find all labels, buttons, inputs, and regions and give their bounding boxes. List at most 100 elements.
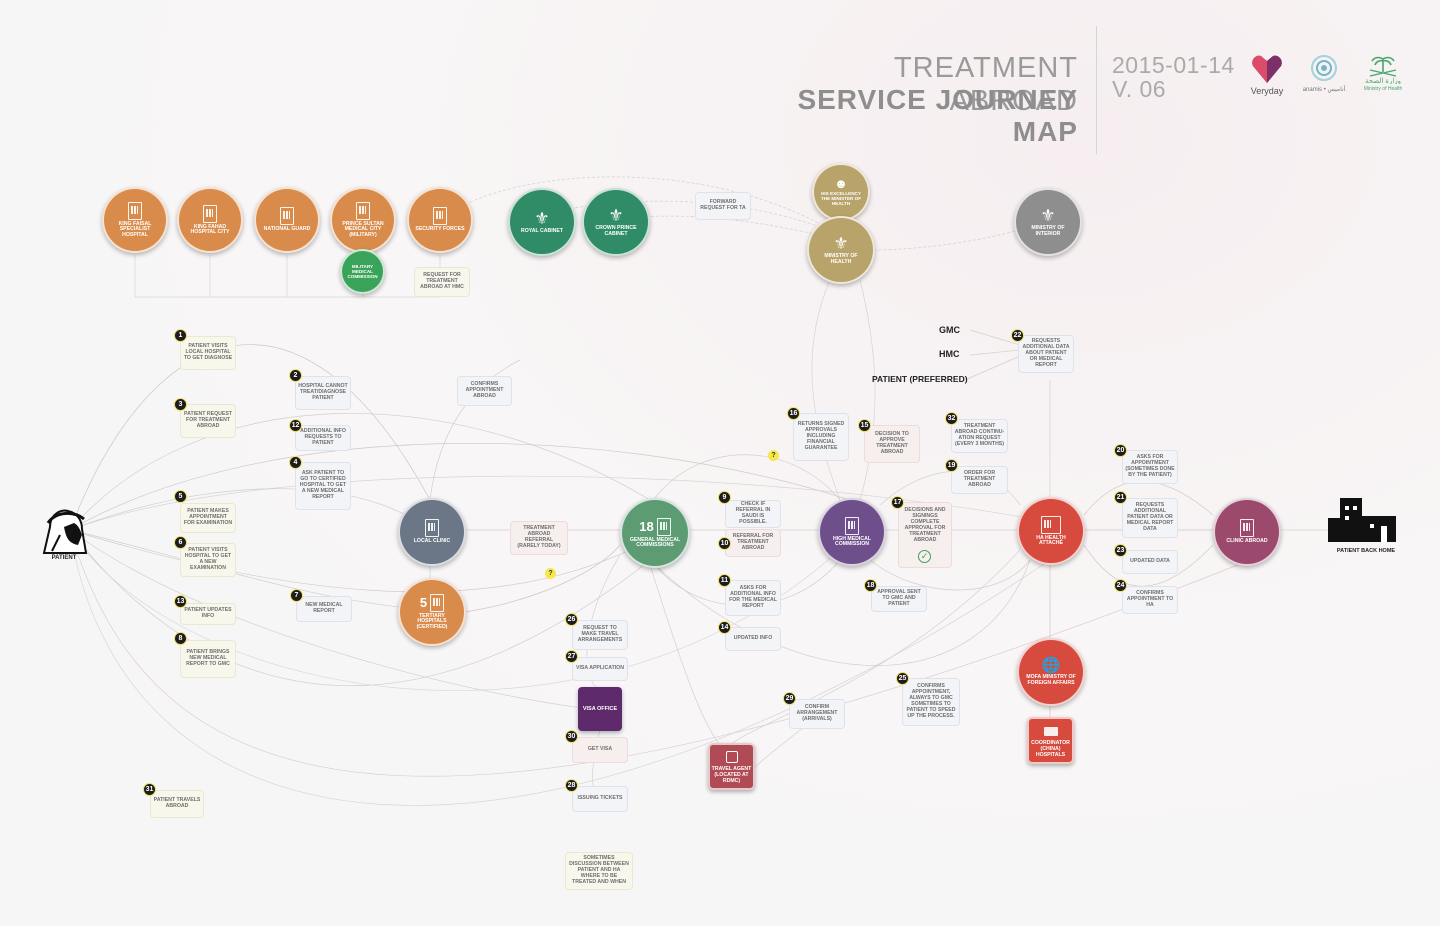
node-label: KING FAISAL SPECIALIST HOSPITAL bbox=[118, 220, 152, 238]
step-card: PATIENT TRAVELS ABROAD bbox=[150, 790, 204, 818]
step-badge: 28 bbox=[565, 779, 578, 792]
header-divider bbox=[1096, 26, 1097, 154]
flow-line bbox=[464, 544, 621, 613]
step-card: CHECK IF REFERRAL IN SAUDI IS POSSIBLE. bbox=[725, 500, 781, 528]
flow-line bbox=[69, 488, 431, 531]
building-icon bbox=[656, 517, 671, 536]
national-guard-node[interactable]: NATIONAL GUARD bbox=[254, 187, 320, 253]
note-confirms-appointment: CONFIRMS APPOINTMENT ABROAD bbox=[457, 376, 512, 406]
high-medical-commission-node[interactable]: HIGH MEDICAL COMMISSION bbox=[818, 498, 886, 566]
step-card: PATIENT VISITS LOCAL HOSPITAL TO GET DIA… bbox=[180, 336, 236, 370]
node-count-row: 18 bbox=[639, 517, 671, 536]
step-badge: 22 bbox=[1011, 329, 1024, 342]
step-card: PATIENT REQUEST FOR TREATMENT ABROAD bbox=[180, 404, 236, 438]
question-icon[interactable]: ? bbox=[768, 450, 779, 461]
note-referral-rarely: TREATMENT ABROAD REFERRAL (RARELY TODAY) bbox=[510, 521, 568, 555]
step-badge: 32 bbox=[945, 412, 958, 425]
note-request-hmc: REQUEST FOR TREATMENT ABROAD AT HMC bbox=[414, 267, 470, 297]
flow-line bbox=[134, 255, 440, 298]
note-sometimes-discussion: SOMETIMES DISCUSSION BETWEEN PATIENT AND… bbox=[565, 852, 633, 890]
node-label: HIS EXCELLENCY THE MINISTER OF HEALTH bbox=[820, 191, 862, 206]
step-text: DECISIONS AND SIGNINGS COMPLETE APPROVAL… bbox=[904, 507, 946, 543]
emblem-icon: ⚜ bbox=[608, 206, 624, 226]
flow-line bbox=[69, 442, 851, 531]
building-icon bbox=[845, 516, 859, 535]
flow-line bbox=[654, 559, 1031, 666]
step-card: CONFIRM ARRANGEMENT (ARRIVALS) bbox=[789, 699, 845, 729]
flow-line bbox=[654, 454, 841, 501]
ministry-of-health-node[interactable]: ⚜ MINISTRY OF HEALTH bbox=[807, 216, 875, 284]
step-card: REQUEST TO MAKE TRAVEL ARRANGEMENTS bbox=[572, 620, 628, 650]
minister-node[interactable]: ☻ HIS EXCELLENCY THE MINISTER OF HEALTH bbox=[812, 163, 870, 221]
step-badge: 9 bbox=[718, 491, 731, 504]
building-icon bbox=[430, 593, 445, 612]
flow-line bbox=[729, 549, 1021, 746]
node-label: HIGH MEDICAL COMMISSION bbox=[832, 535, 872, 547]
king-faisal-hospital-node[interactable]: KING FAISAL SPECIALIST HOSPITAL bbox=[102, 187, 168, 253]
document-date: 2015-01-14 bbox=[1112, 52, 1235, 78]
local-clinic-node[interactable]: LOCAL CLINIC bbox=[398, 498, 466, 566]
question-icon[interactable]: ? bbox=[545, 568, 556, 579]
flow-line bbox=[439, 176, 841, 236]
person-icon: ☻ bbox=[834, 176, 848, 192]
step-badge: 13 bbox=[174, 595, 187, 608]
step-card: TREATMENT ABROAD CONTINU-ATION REQUEST (… bbox=[951, 419, 1008, 453]
flow-line bbox=[69, 529, 601, 711]
step-card: VISA APPLICATION bbox=[572, 657, 628, 681]
step-card: NEW MEDICAL REPORT bbox=[296, 596, 352, 622]
royal-cabinet-node[interactable]: ⚜ ROYAL CABINET bbox=[508, 188, 576, 256]
ministry-of-interior-node[interactable]: ⚜ MINISTRY OF INTERIOR bbox=[1014, 188, 1082, 256]
patient-preferred-label: PATIENT (PREFERRED) bbox=[872, 374, 968, 384]
step-badge: 23 bbox=[1114, 544, 1127, 557]
step-badge: 11 bbox=[718, 574, 731, 587]
patient-back-home-actor[interactable]: PATIENT BACK HOME bbox=[1326, 494, 1402, 558]
flow-line bbox=[429, 359, 521, 501]
step-card: ASK PATIENT TO GO TO CERTIFIED HOSPITAL … bbox=[295, 462, 351, 510]
step-badge: 29 bbox=[783, 692, 796, 705]
calendar-icon bbox=[725, 751, 738, 763]
king-fahad-hospital-node[interactable]: KING FAHAD HOSPITAL CITY bbox=[177, 187, 243, 253]
military-commission-node[interactable]: MILITARY MEDICAL COMMISSION bbox=[340, 249, 385, 294]
step-badge: 7 bbox=[290, 589, 303, 602]
check-icon: ✓ bbox=[918, 550, 931, 563]
building-icon bbox=[203, 204, 217, 223]
general-medical-commissions-node[interactable]: 18 GENERAL MEDICAL COMMISSIONS bbox=[620, 498, 690, 568]
flow-line bbox=[969, 349, 1021, 356]
visa-office-node[interactable]: VISA OFFICE bbox=[578, 687, 622, 731]
step-badge: 26 bbox=[565, 613, 578, 626]
emblem-icon: ⚜ bbox=[1040, 206, 1056, 226]
node-count-row: 5 bbox=[420, 593, 445, 612]
health-attache-node[interactable]: HA HEALTH ATTACHÉ bbox=[1017, 497, 1085, 565]
node-label: KING FAHAD HOSPITAL CITY bbox=[190, 223, 230, 235]
security-forces-node[interactable]: SECURITY FORCES bbox=[407, 187, 473, 253]
logo-label: anamis • أناميس bbox=[1302, 87, 1346, 93]
patient-actor[interactable]: PATIENT bbox=[34, 505, 94, 565]
node-label: TRAVEL AGENT (LOCATED AT RDMC) bbox=[711, 766, 752, 784]
prince-sultan-node[interactable]: PRINCE SULTAN MEDICAL CITY (MILITARY) bbox=[330, 187, 396, 253]
building-icon bbox=[356, 201, 370, 220]
node-label: LOCAL CLINIC bbox=[413, 538, 451, 545]
travel-agent-node[interactable]: TRAVEL AGENT (LOCATED AT RDMC) bbox=[708, 743, 755, 790]
coordinator-node[interactable]: COORDINATOR (CHINA) HOSPITALS bbox=[1027, 717, 1074, 764]
patient-icon bbox=[42, 509, 88, 554]
globe-icon: 🌐 bbox=[1041, 657, 1061, 675]
crown-prince-cabinet-node[interactable]: ⚜ CROWN PRINCE CABINET bbox=[582, 188, 650, 256]
emblem-icon: ⚜ bbox=[833, 234, 849, 254]
node-label: PRINCE SULTAN MEDICAL CITY (MILITARY) bbox=[342, 220, 384, 238]
step-card: PATIENT VISITS HOSPITAL TO GET A NEW EXA… bbox=[180, 543, 236, 577]
patient-label: PATIENT bbox=[51, 555, 77, 561]
step-card: ISSUING TICKETS bbox=[572, 786, 628, 812]
flow-line bbox=[69, 475, 1041, 531]
step-card: ORDER FOR TREATMENT ABROAD bbox=[951, 466, 1008, 494]
clinic-abroad-node[interactable]: CLINIC ABROAD bbox=[1213, 498, 1281, 566]
step-badge: 30 bbox=[565, 730, 578, 743]
step-badge: 17 bbox=[891, 496, 904, 509]
svg-text:وزارة الصحة: وزارة الصحة bbox=[1365, 78, 1401, 84]
step-card: REFERRAL FOR TREATMENT ABROAD bbox=[725, 529, 781, 557]
step-badge: 18 bbox=[864, 579, 877, 592]
document-version: V. 06 bbox=[1112, 76, 1167, 102]
tertiary-hospitals-node[interactable]: 5 TERTIARY HOSPITALS (CERTIFIED) bbox=[398, 578, 466, 646]
flow-line bbox=[964, 355, 1021, 381]
flow-line bbox=[69, 529, 431, 611]
mofa-node[interactable]: 🌐 MOFA MINISTRY OF FOREIGN AFFAIRS bbox=[1017, 638, 1085, 706]
